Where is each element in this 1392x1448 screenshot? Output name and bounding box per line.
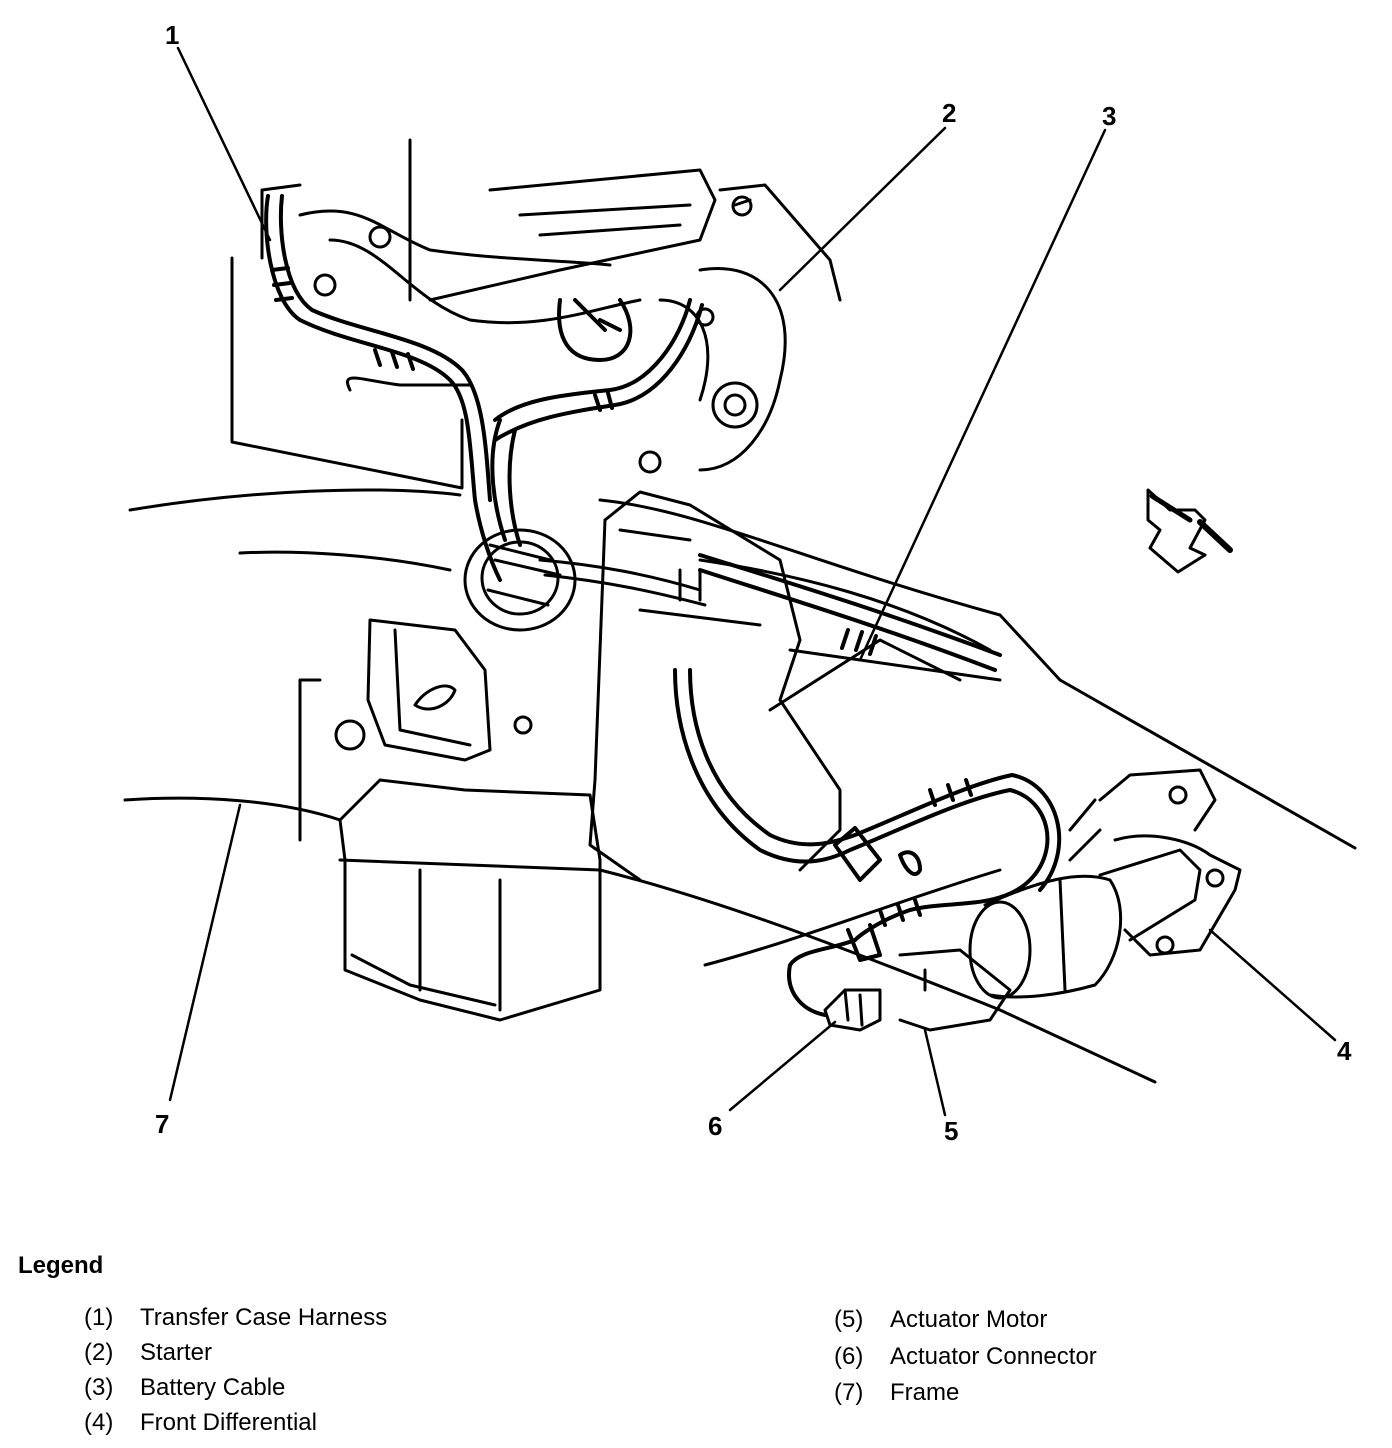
legend-item: (7) Frame [834,1379,959,1407]
legend-item: (1) Transfer Case Harness [84,1304,387,1332]
legend-item: (4) Front Differential [84,1409,317,1437]
legend-item-number: (7) [834,1379,864,1406]
transfer-case-harness [264,194,704,582]
callout-6: 6 [708,1111,722,1141]
legend-item: (6) Actuator Connector [834,1343,1097,1371]
legend-item: (5) Actuator Motor [834,1306,1047,1334]
legend-item-label: Battery Cable [140,1374,286,1401]
leader-5 [923,1028,947,1117]
callout-3: 3 [1102,101,1116,131]
legend-item-number: (3) [84,1374,114,1401]
leader-4 [1208,928,1337,1042]
actuator-motor [898,848,1202,1032]
leader-3 [858,128,1107,662]
legend-item-number: (2) [84,1339,114,1366]
left-engine-mount [298,618,602,1022]
callout-2: 2 [942,98,956,128]
legend-item-label: Front Differential [140,1409,317,1436]
legend-item-label: Frame [890,1379,960,1406]
leader-6 [728,1020,837,1112]
leader-1 [176,46,272,242]
legend-item: (3) Battery Cable [84,1374,285,1402]
harness-grommet [463,528,707,632]
front-differential [1068,768,1242,957]
callout-7: 7 [155,1109,169,1139]
engine-mount-bracket [588,490,962,882]
legend-item: (2) Starter [84,1339,212,1367]
callout-5: 5 [944,1116,958,1146]
starter [658,183,842,472]
legend-item-number: (6) [834,1343,864,1370]
frame-rail-lower [123,796,1157,1084]
legend-item-number: (1) [84,1304,114,1331]
legend-item-label: Actuator Connector [890,1343,1097,1370]
leader-7 [168,803,242,1102]
legend-item-number: (5) [834,1306,864,1333]
legend-item-number: (4) [84,1409,114,1436]
legend-item-label: Actuator Motor [890,1306,1048,1333]
leader-2 [778,126,947,292]
front-direction-arrow-icon [1146,488,1233,574]
callout-labels: 1 2 3 4 5 6 7 [155,20,1352,1146]
battery-cable [698,553,1002,672]
legend-item-label: Starter [140,1339,213,1366]
component-locator-drawing: 1 2 3 4 5 6 7 [123,20,1357,1146]
callout-leaders [168,46,1337,1117]
callout-1: 1 [165,20,179,50]
callout-4: 4 [1337,1036,1352,1066]
engine-block [230,138,717,490]
legend-item-label: Transfer Case Harness [140,1304,388,1331]
legend-title: Legend [18,1252,104,1279]
actuator-harness [673,668,1062,1017]
